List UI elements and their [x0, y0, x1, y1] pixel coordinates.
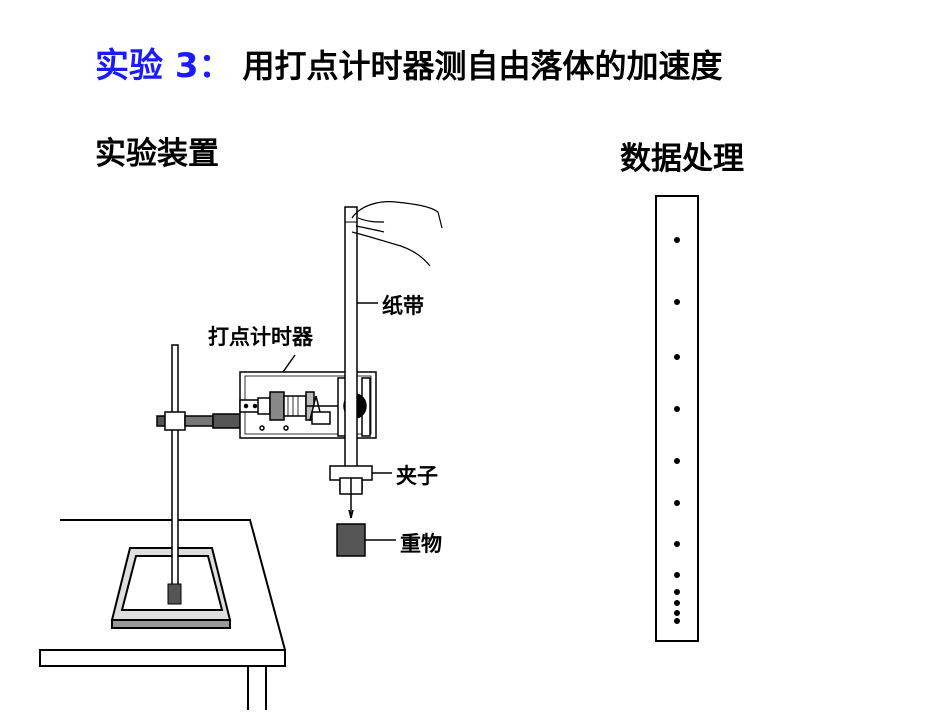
- tape-dot: [674, 299, 680, 305]
- clamp-label: 夹子: [396, 464, 438, 488]
- tape-dot: [674, 541, 680, 547]
- tape-clamp: [329, 465, 373, 495]
- tape-label: 纸带: [382, 294, 424, 318]
- hand-icon: [351, 201, 443, 267]
- timer-label: 打点计时器: [208, 325, 313, 349]
- timer-leader-line: [282, 354, 296, 373]
- tape-dot: [674, 600, 680, 606]
- tape-dot: [674, 572, 680, 578]
- weight: [336, 494, 366, 557]
- tape-dot: [674, 589, 680, 595]
- stand-arm: [156, 411, 254, 431]
- tape-dot: [674, 406, 680, 412]
- tape-dot: [674, 354, 680, 360]
- tape-dot: [674, 237, 680, 243]
- tape-dot: [674, 610, 680, 616]
- table: [39, 519, 286, 710]
- tape-dot: [674, 458, 680, 464]
- experiment-title: 用打点计时器测自由落体的加速度: [242, 47, 723, 85]
- stand-rod: [167, 344, 182, 605]
- dotted-tape: [655, 195, 699, 642]
- weight-label: 重物: [400, 532, 442, 556]
- tape-dot: [674, 618, 680, 624]
- data-processing-heading: 数据处理: [620, 141, 744, 177]
- experiment-number: 实验 3：: [95, 46, 233, 86]
- page-title: 实验 3：用打点计时器测自由落体的加速度: [95, 38, 723, 87]
- tape-dot: [674, 500, 680, 506]
- paper-tape: [344, 206, 358, 478]
- apparatus-heading: 实验装置: [95, 136, 219, 172]
